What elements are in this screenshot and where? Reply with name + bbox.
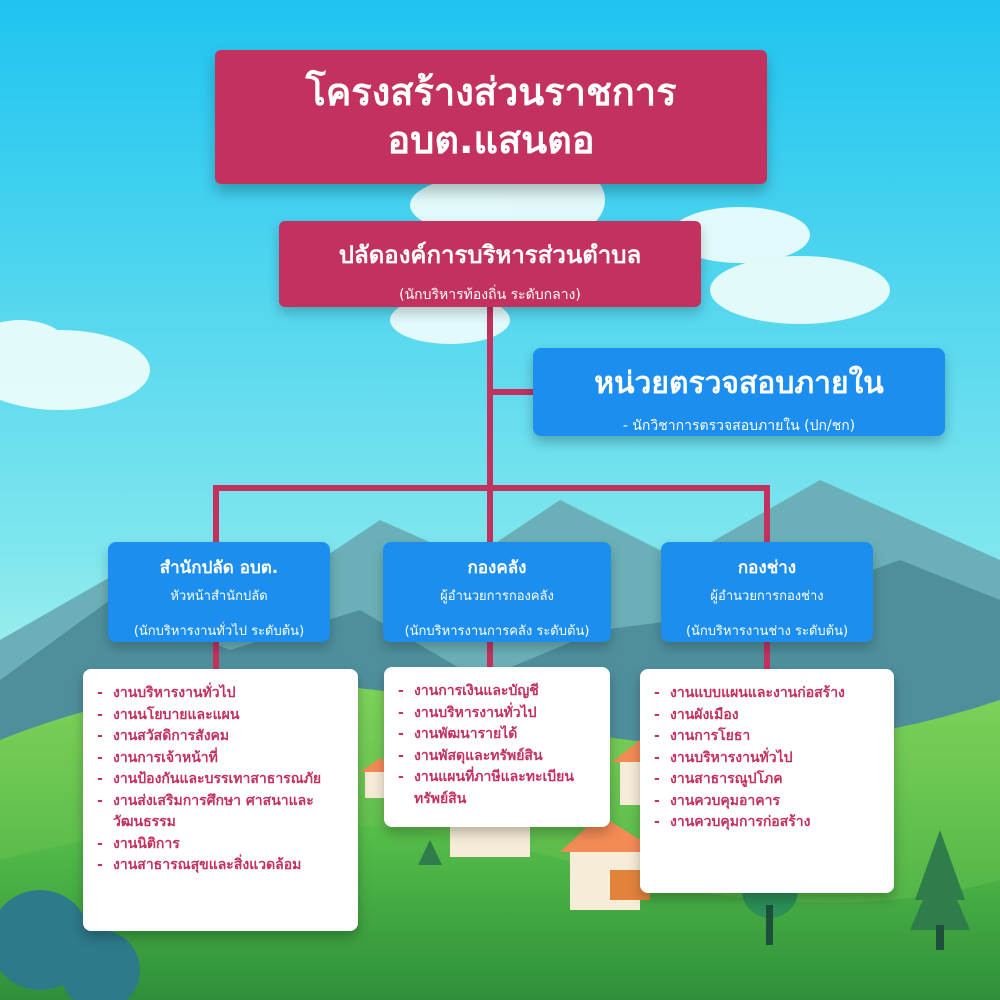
duty-list-finance: -งานการเงินและบัญชี -งานบริหารงานทั่วไป …: [384, 667, 610, 827]
trees: [0, 830, 970, 1000]
dept-head: หัวหน้าสำนักปลัด: [170, 589, 268, 604]
dept-box-finance: กองคลัง ผู้อำนวยการกองคลัง (นักบริหารงาน…: [383, 542, 611, 642]
dept-position: (นักบริหารงานการคลัง ระดับต้น): [404, 624, 590, 639]
duty-item: -งานสาธารณูปโภค: [654, 771, 783, 787]
dept-position: (นักบริหารงานช่าง ระดับต้น): [685, 624, 849, 639]
duty-item: -งานบริหารงานทั่วไป: [97, 685, 236, 701]
duty-item: -งานสวัสดิการสังคม: [97, 728, 230, 744]
dept-box-office: สำนักปลัด อบต. หัวหน้าสำนักปลัด (นักบริห…: [108, 542, 330, 642]
audit-box: หน่วยตรวจสอบภายใน - นักวิชาการตรวจสอบภาย…: [533, 348, 945, 436]
duty-item: -งานการโยธา: [654, 728, 751, 744]
duty-item: -งานบริหารงานทั่วไป: [654, 749, 793, 766]
dept-position: (นักบริหารงานทั่วไป ระดับต้น): [133, 624, 305, 639]
duty-item: -งานพัสดุและทรัพย์สิน: [398, 747, 543, 764]
dept-head: ผู้อำนวยการกองคลัง: [440, 589, 554, 604]
dept-head: ผู้อำนวยการกองช่าง: [710, 589, 824, 604]
title-line-1: โครงสร้างส่วนราชการ: [305, 70, 677, 114]
dept-name: สำนักปลัด อบต.: [159, 558, 279, 578]
duty-list-office: -งานบริหารงานทั่วไป -งานนโยบายและแผน -งา…: [83, 669, 358, 931]
dept-box-engineering: กองช่าง ผู้อำนวยการกองช่าง (นักบริหารงาน…: [661, 542, 873, 642]
duty-item: -งานการเงินและบัญชี: [398, 683, 539, 699]
duty-item: -งานส่งเสริมการศึกษา ศาสนาและวัฒนธรรม: [97, 792, 314, 831]
title-line-2: อบต.แสนตอ: [387, 118, 595, 162]
duty-item: -งานพัฒนารายได้: [398, 726, 518, 742]
duty-list-engineering: -งานแบบแผนและงานก่อสร้าง -งานผังเมือง -ง…: [640, 669, 894, 893]
audit-subtitle: - นักวิชาการตรวจสอบภายใน (ปก/ชก): [622, 418, 856, 434]
audit-title: หน่วยตรวจสอบภายใน: [594, 366, 884, 401]
duty-item: -งานผังเมือง: [654, 706, 739, 723]
dept-name: กองคลัง: [467, 558, 527, 578]
chief-subtitle: (นักบริหารท้องถิ่น ระดับกลาง): [399, 287, 581, 303]
chief-box: ปลัดองค์การบริหารส่วนตำบล (นักบริหารท้อง…: [279, 221, 701, 307]
chief-title: ปลัดองค์การบริหารส่วนตำบล: [338, 241, 642, 269]
duty-item: -งานบริหารงานทั่วไป: [398, 704, 537, 721]
duty-item: -งานควบคุมอาคาร: [654, 792, 780, 809]
dept-name: กองช่าง: [737, 558, 797, 578]
duty-item: -งานป้องกันและบรรเทาสาธารณภัย: [97, 771, 322, 787]
title-box: โครงสร้างส่วนราชการ อบต.แสนตอ: [215, 50, 767, 184]
duty-item: -งานนิติการ: [97, 835, 180, 852]
duty-item: -งานสาธารณสุขและสิ่งแวดล้อม: [97, 857, 302, 873]
duty-item: -งานนโยบายและแผน: [97, 706, 240, 723]
duty-item: -งานแบบแผนและงานก่อสร้าง: [654, 685, 845, 701]
duty-item: -งานการเจ้าหน้าที่: [97, 749, 218, 766]
duty-item: -งานแผนที่ภาษีและทะเบียนทรัพย์สิน: [398, 769, 574, 807]
duty-item: -งานควบคุมการก่อสร้าง: [654, 814, 811, 830]
